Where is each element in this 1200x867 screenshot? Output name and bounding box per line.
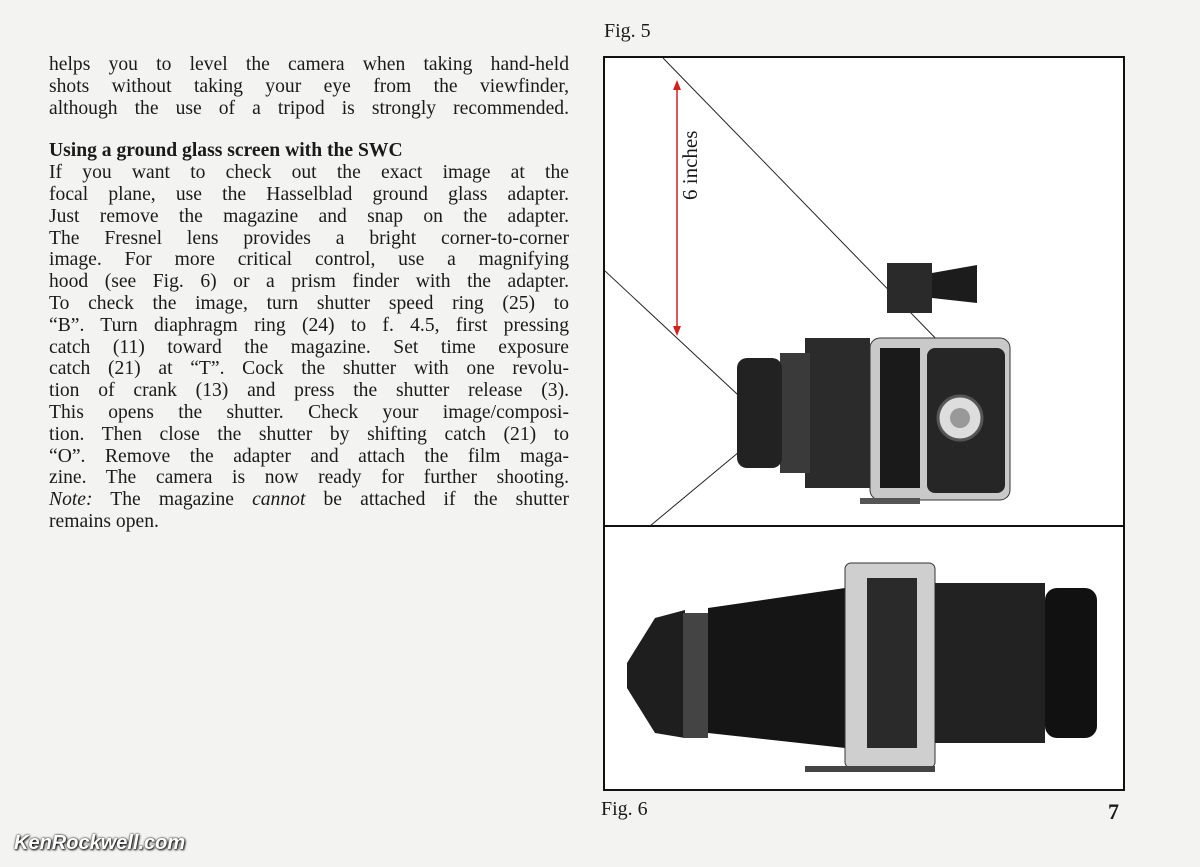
text-line: image. For more critical control, use a … xyxy=(49,249,569,271)
text-line: “O”. Remove the adapter and attach the f… xyxy=(49,445,569,467)
arrow-head-icon xyxy=(673,80,681,90)
camera-with-magnifying-hood-illustration xyxy=(627,562,1097,772)
text-line: If you want to check out the exact image… xyxy=(49,162,569,184)
text-line: focal plane, use the Hasselblad ground g… xyxy=(49,183,569,205)
fig6-label: Fig. 6 xyxy=(601,798,648,820)
note-line: Note: The magazine cannot be attached if… xyxy=(49,489,569,511)
text-line: remains open. xyxy=(49,510,159,532)
text-line: “B”. Turn diaphragm ring (24) to f. 4.5,… xyxy=(49,314,569,336)
note-text: The magazine xyxy=(92,489,253,511)
fig5-label: Fig. 5 xyxy=(604,20,651,42)
watermark: KenRockwell.com xyxy=(14,832,186,854)
note-text: be attached if the shutter xyxy=(305,489,569,511)
text-line: zine. The camera is now ready for furthe… xyxy=(49,467,569,489)
text-line: Just remove the magazine and snap on the… xyxy=(49,205,569,227)
text-line: hood (see Fig. 6) or a prism finder with… xyxy=(49,271,569,293)
note-label: Note: xyxy=(49,489,93,511)
camera-swc-side-illustration xyxy=(737,263,1011,504)
page-number: 7 xyxy=(1108,799,1119,824)
measure-label: 6 inches xyxy=(678,130,702,200)
figure-illustrations xyxy=(605,58,1125,772)
text-line: This opens the shutter. Check your image… xyxy=(49,401,569,423)
text-line: catch (21) at “T”. Cock the shutter with… xyxy=(49,358,569,380)
text-line: The Fresnel lens provides a bright corne… xyxy=(49,227,569,249)
text-line: To check the image, turn shutter speed r… xyxy=(49,292,569,314)
text-line: shots without taking your eye from the v… xyxy=(49,75,569,97)
note-emphasis: cannot xyxy=(252,489,306,511)
text-line: tion of crank (13) and press the shutter… xyxy=(49,380,569,402)
section-heading: Using a ground glass screen with the SWC xyxy=(49,140,403,162)
text-line: tion. Then close the shutter by shifting… xyxy=(49,423,569,445)
text-line: although the use of a tripod is strongly… xyxy=(49,97,569,119)
text-line: catch (11) toward the magazine. Set time… xyxy=(49,336,569,358)
text-line: helps you to level the camera when takin… xyxy=(49,54,569,75)
figure-frame xyxy=(603,56,1125,791)
arrow-head-icon xyxy=(673,326,681,336)
body-text-column: helps you to level the camera when takin… xyxy=(49,54,569,533)
